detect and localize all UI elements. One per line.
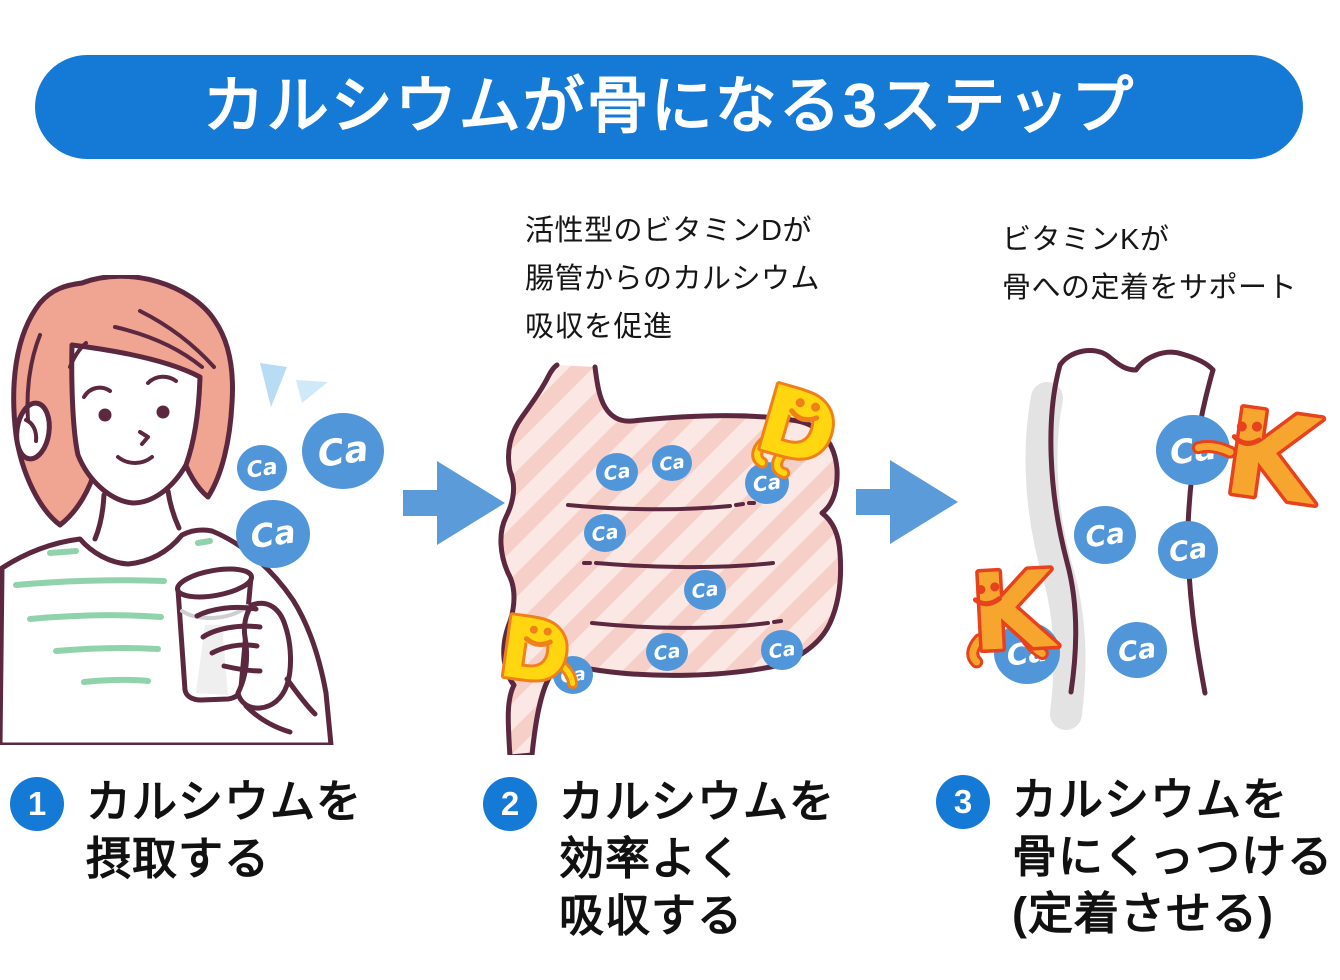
vitamin-k-letter: K xyxy=(1217,382,1331,532)
vitamin-d-letter: D xyxy=(494,598,577,705)
ca-label: Ca xyxy=(315,428,371,476)
annotation-line: 吸収を促進 xyxy=(525,311,673,343)
ca-label: Ca xyxy=(602,460,632,486)
ca-bubble: Ca xyxy=(1074,506,1136,564)
ca-bubble: Ca xyxy=(596,453,638,491)
step-line: 摂取する xyxy=(86,833,271,884)
smiley-face xyxy=(523,625,553,648)
intestine-folds xyxy=(566,501,783,630)
ca-bubble: Ca xyxy=(646,633,688,671)
step-3: 3 カルシウムを 骨にくっつける (定着させる) xyxy=(936,771,1333,942)
vitamin-k-character: K xyxy=(964,544,1063,678)
ca-label: Ca xyxy=(652,640,682,666)
ca-label: Ca xyxy=(590,521,620,547)
ca-bubble: Ca xyxy=(302,413,384,489)
step-line: カルシウムを xyxy=(559,776,836,827)
face xyxy=(69,342,203,506)
ca-bubble: Ca xyxy=(1107,622,1167,678)
arrow-right-icon xyxy=(403,461,505,550)
step-1: 1 カルシウムを 摂取する xyxy=(10,773,362,887)
ca-label: Ca xyxy=(1167,533,1209,569)
vitamin-d-character: D xyxy=(491,595,580,708)
step-2-text: カルシウムを 効率よく 吸収する xyxy=(559,773,835,944)
step-line: カルシウムを xyxy=(1012,774,1289,825)
ca-label: Ca xyxy=(1116,633,1158,669)
ca-label: Ca xyxy=(767,638,797,664)
step-line: 効率よく xyxy=(559,833,744,884)
ca-bubble: Ca xyxy=(684,570,726,610)
annotation-line: ビタミンKが xyxy=(1002,224,1170,256)
hand xyxy=(194,600,318,735)
annotation-line: 骨への定着をサポート xyxy=(1002,272,1298,304)
step-1-text: カルシウムを 摂取する xyxy=(86,773,362,887)
shirt-stripes xyxy=(13,538,213,685)
step-3-number-badge: 3 xyxy=(936,775,990,829)
bone-shading xyxy=(1025,382,1086,730)
ca-bubble: Ca xyxy=(1158,521,1218,579)
step-3-text: カルシウムを 骨にくっつける (定着させる) xyxy=(1012,771,1333,942)
step-1-number-badge: 1 xyxy=(10,777,64,831)
step-line: カルシウムを xyxy=(86,776,363,827)
step-line: 吸収する xyxy=(559,890,744,941)
vitamin-k-letter: K xyxy=(968,548,1060,675)
title-banner: カルシウムが骨になる3ステップ xyxy=(35,55,1303,159)
step-2: 2 カルシウムを 効率よく 吸収する xyxy=(483,773,835,944)
ca-label: Ca xyxy=(658,452,686,476)
woman-drinking-milk-illustration: Ca Ca Ca xyxy=(0,273,400,750)
vitamin-d-annotation: 活性型のビタミンDが 腸管からのカルシウム 吸収を促進 xyxy=(525,207,820,351)
ca-label: Ca xyxy=(1083,516,1127,554)
arrow-right-icon xyxy=(856,460,958,549)
ca-bubble: Ca xyxy=(761,630,803,670)
step-2-number-badge: 2 xyxy=(483,777,537,831)
ca-bubble: Ca xyxy=(237,445,287,491)
ca-label: Ca xyxy=(245,455,279,484)
ca-bubble: Ca xyxy=(236,500,310,568)
ca-bubble: Ca xyxy=(652,445,692,481)
smiley-face xyxy=(972,582,1002,607)
bone-illustration: Ca Ca Ca Ca Ca xyxy=(950,340,1340,755)
vitamin-k-annotation: ビタミンKが 骨への定着をサポート xyxy=(1002,216,1297,312)
intestine-illustration: Ca Ca Ca Ca Ca xyxy=(480,355,870,760)
page-title: カルシウムが骨になる3ステップ xyxy=(202,72,1136,141)
neck xyxy=(92,488,182,542)
ca-label: Ca xyxy=(690,578,720,604)
step-line: 骨にくっつける xyxy=(1012,831,1334,882)
ca-bubble: Ca xyxy=(584,514,626,552)
annotation-line: 活性型のビタミンDが xyxy=(525,215,812,247)
step-line: (定着させる) xyxy=(1012,888,1274,939)
annotation-line: 腸管からのカルシウム xyxy=(525,263,821,295)
smiley-face xyxy=(789,398,821,423)
ca-label: Ca xyxy=(248,512,298,556)
woman-figure: Ca Ca Ca xyxy=(0,273,384,748)
sparkle-icon xyxy=(260,363,328,407)
hair-strands xyxy=(25,309,216,422)
facial-features xyxy=(82,374,178,465)
smiley-face xyxy=(1231,421,1262,446)
